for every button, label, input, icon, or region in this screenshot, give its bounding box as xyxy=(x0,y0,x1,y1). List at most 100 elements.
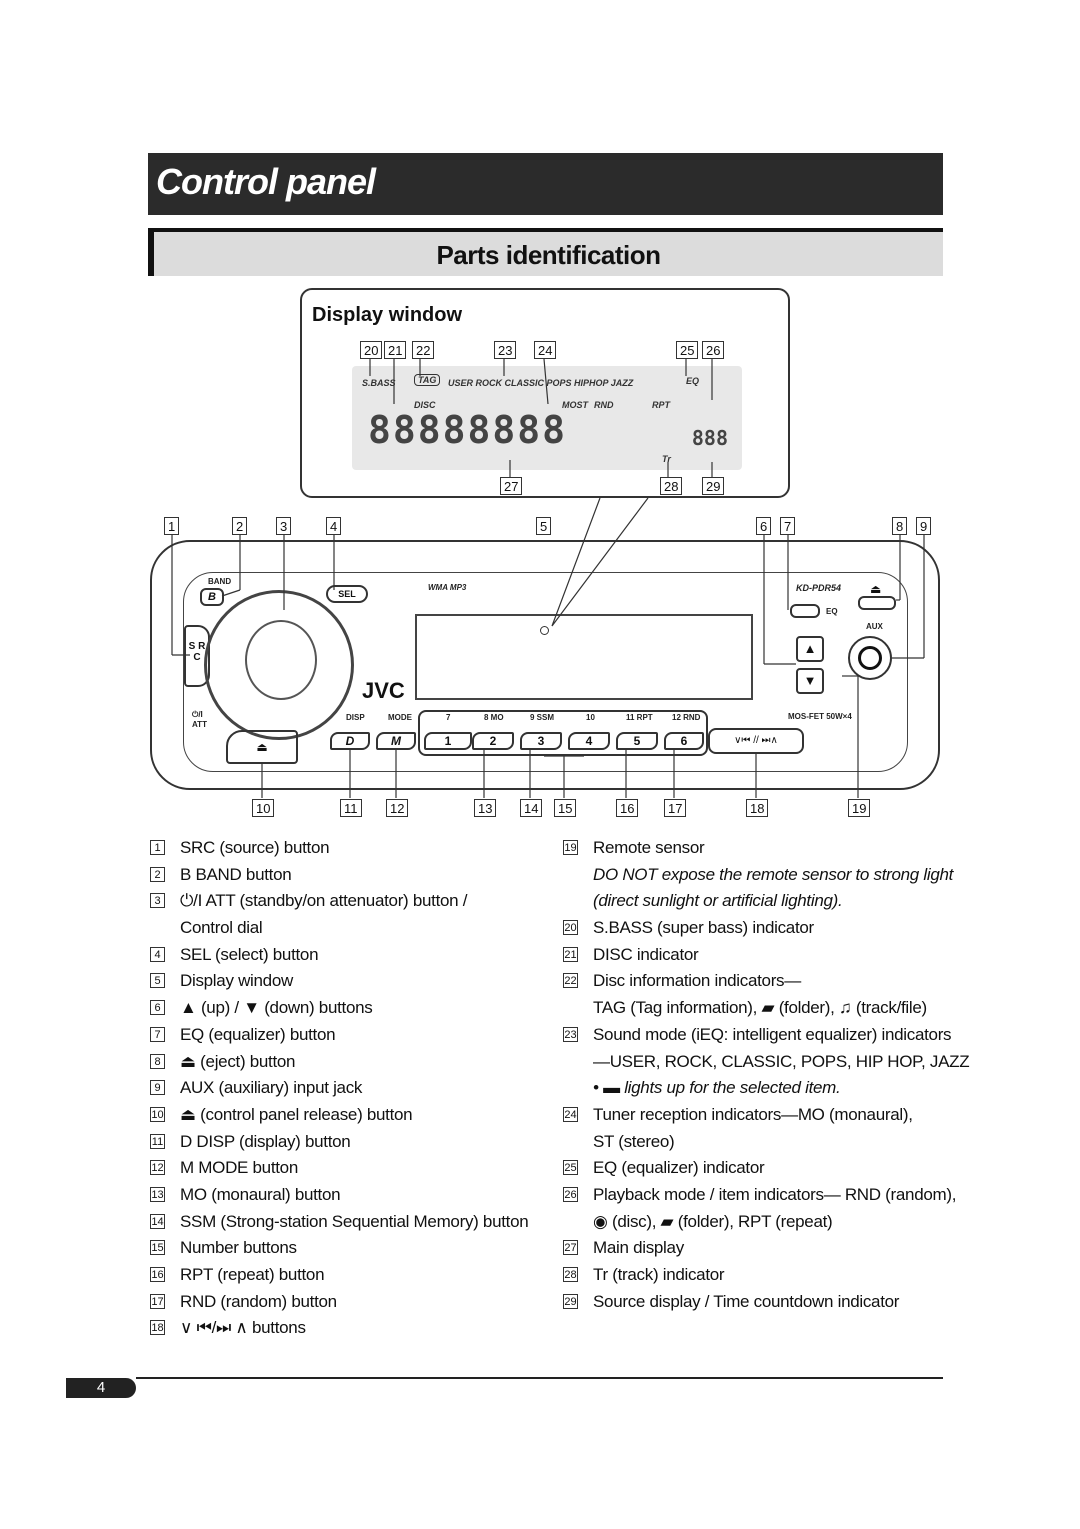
legend-text: RPT (repeat) button xyxy=(180,1265,325,1284)
number-button-1[interactable]: 1 xyxy=(424,732,472,750)
section-title: Parts identification xyxy=(436,240,661,270)
legend-text: • ▬ lights up for the selected item. xyxy=(593,1078,841,1098)
callout-19: 19 xyxy=(848,799,871,817)
legend-text: MO (monaural) button xyxy=(180,1184,341,1204)
legend-number: 3 xyxy=(150,893,165,909)
callout-28: 28 xyxy=(660,477,683,495)
sound-modes-label: USER ROCK CLASSIC POPS HIPHOP JAZZ xyxy=(448,378,634,388)
legend-text: DISC indicator xyxy=(593,944,699,964)
legend-text: Sound mode (iEQ: intelligent equalizer) … xyxy=(593,1024,952,1044)
top-row-label-11: 11 RPT xyxy=(626,713,653,722)
callout-7: 7 xyxy=(780,517,796,535)
top-row-label-12: 12 RND xyxy=(672,713,701,722)
callout-12: 12 xyxy=(386,799,409,817)
legend-number: 23 xyxy=(563,1026,578,1042)
legend-number: 11 xyxy=(150,1133,165,1149)
callout-25: 25 xyxy=(676,341,699,359)
legend-text: SEL (select) button xyxy=(180,944,319,964)
tr-label: Tr xyxy=(662,454,671,464)
control-panel-face xyxy=(183,572,908,772)
skip-buttons[interactable]: ∨⏮ // ⏭∧ xyxy=(708,728,804,754)
callout-6: 6 xyxy=(756,517,772,535)
callout-1: 1 xyxy=(164,517,180,535)
rnd-label: RND xyxy=(594,400,614,410)
legend-text: (direct sunlight or artificial lighting)… xyxy=(593,891,843,911)
legend-text: ∨ ⏮/⏭ ∧ buttons xyxy=(180,1318,306,1338)
main-display-segments: 88888888 xyxy=(368,408,568,452)
legend-text: Playback mode / item indicators— RND (ra… xyxy=(593,1184,957,1204)
legend-number: 15 xyxy=(150,1240,165,1256)
legend-text: Remote sensor xyxy=(593,838,705,857)
legend-text: Tuner reception indicators—MO (monaural)… xyxy=(593,1104,913,1124)
callout-29: 29 xyxy=(702,477,725,495)
callout-17: 17 xyxy=(664,799,687,817)
legend-number: 18 xyxy=(150,1320,165,1336)
legend-item: 13 MO (monaural) button xyxy=(150,1182,550,1209)
legend-item: 4 SEL (select) button xyxy=(150,942,550,969)
legend-item: 28 Tr (track) indicator xyxy=(563,1262,953,1289)
top-row-label-9: 9 SSM xyxy=(530,713,555,722)
source-display-segments: 888 xyxy=(691,426,728,450)
legend-text: SRC (source) button xyxy=(180,838,330,857)
legend-text: TAG (Tag information), ▰ (folder), ♫ (tr… xyxy=(593,998,927,1018)
legend-item: 3⏻/I ATT (standby/on attenuator) button … xyxy=(150,888,550,915)
most-label: MOST xyxy=(562,400,588,410)
legend-text: ◉ (disc), ▰ (folder), RPT (repeat) xyxy=(593,1211,833,1231)
mode-button[interactable]: M xyxy=(376,732,416,750)
sel-button[interactable]: SEL xyxy=(326,585,368,603)
number-button-frame xyxy=(418,710,708,756)
title-bar: Control panel xyxy=(148,153,943,215)
number-button-3[interactable]: 3 xyxy=(520,732,562,750)
aux-jack[interactable] xyxy=(848,636,892,680)
eq-label: EQ xyxy=(686,376,700,386)
callout-14: 14 xyxy=(520,799,543,817)
legend-number: 13 xyxy=(150,1186,165,1202)
mosfet-label: MOS-FET 50W×4 xyxy=(788,712,852,721)
power-att-label: ⏻/I ATT xyxy=(192,710,207,729)
legend-number: 20 xyxy=(563,920,578,936)
legend-text: Tr (track) indicator xyxy=(593,1265,725,1284)
number-button-6[interactable]: 6 xyxy=(664,732,704,750)
legend-text: Disc information indicators— xyxy=(593,971,801,991)
legend-text: ▲ (up) / ▼ (down) buttons xyxy=(180,998,373,1018)
number-button-4[interactable]: 4 xyxy=(568,732,610,750)
eq-button[interactable] xyxy=(790,604,820,618)
number-button-5[interactable]: 5 xyxy=(616,732,658,750)
control-dial[interactable] xyxy=(204,590,354,740)
legend-text: ST (stereo) xyxy=(593,1131,675,1151)
eject-button[interactable] xyxy=(858,596,896,610)
legend-text: DO NOT expose the remote sensor to stron… xyxy=(593,864,954,884)
panel-display-window xyxy=(415,614,753,700)
number-button-2[interactable]: 2 xyxy=(472,732,514,750)
eject-icon: ⏏ xyxy=(870,582,882,596)
legend-item: ◉ (disc), ▰ (folder), RPT (repeat) xyxy=(563,1209,953,1236)
legend-number: 4 xyxy=(150,946,165,962)
disp-button[interactable]: D xyxy=(330,732,370,750)
footer-rule xyxy=(136,1377,943,1379)
legend-number: 29 xyxy=(563,1293,578,1309)
legend-item: ST (stereo) xyxy=(563,1129,953,1156)
top-row-label-10: 10 xyxy=(586,713,595,722)
legend-number: 28 xyxy=(563,1267,578,1282)
band-button[interactable]: B xyxy=(200,588,224,606)
band-label: BAND xyxy=(208,577,232,586)
up-button[interactable]: ▲ xyxy=(796,636,824,662)
callout-16: 16 xyxy=(616,799,639,817)
down-button[interactable]: ▼ xyxy=(796,668,824,694)
legend-item: • ▬ lights up for the selected item. xyxy=(563,1075,953,1102)
top-row-label-8: 8 MO xyxy=(484,713,504,722)
